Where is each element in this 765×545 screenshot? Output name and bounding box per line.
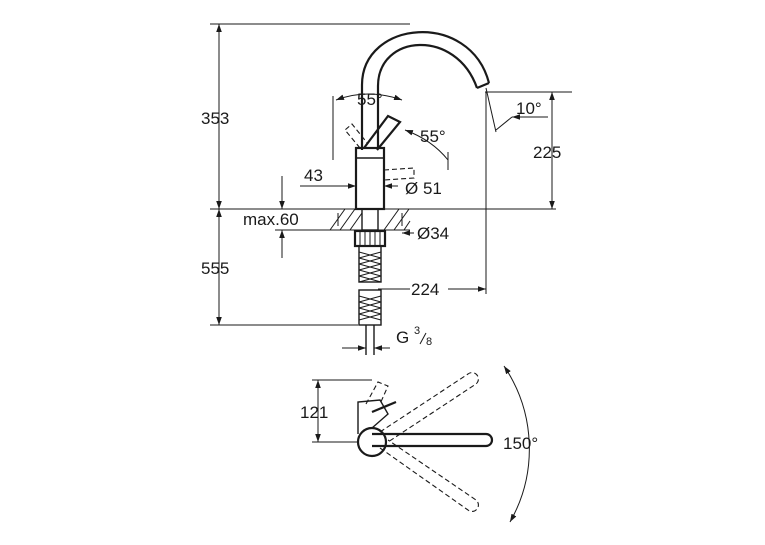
dim-spout-height: 225 (533, 143, 561, 162)
dim-hose-length: 555 (201, 259, 229, 278)
dim-thread-denominator: 8 (426, 336, 432, 348)
shank-upper (361, 208, 379, 231)
top-spout (372, 432, 494, 448)
dim-spout-reach: 224 (411, 280, 439, 299)
dim-thread: G (396, 328, 409, 347)
dim-total-height: 353 (201, 109, 229, 128)
top-view: 121 150° (300, 365, 538, 523)
dim-thread-numerator: 3 (414, 325, 420, 337)
dim-hole-diameter: Ø34 (417, 224, 449, 243)
dim-spout-angle: 10° (516, 99, 542, 118)
spout-outline (360, 31, 491, 150)
top-body-circle (356, 426, 388, 458)
spout-outline-inner (376, 43, 479, 148)
dim-lever-angle-side: 55° (420, 127, 446, 146)
dim-body-diameter: Ø 51 (405, 179, 442, 198)
side-view: 353 555 max.60 43 Ø 51 Ø34 55° 55° (201, 23, 572, 355)
dim-arc-lever-side (404, 129, 449, 161)
dim-max-thickness: max.60 (243, 210, 299, 229)
dim-top-depth: 121 (300, 403, 328, 422)
lever-ghost-side (383, 167, 415, 181)
counter-hatching (329, 208, 411, 231)
dim-10-leader (495, 116, 513, 131)
nut-ribs (359, 231, 381, 246)
lever-handle (363, 114, 402, 151)
spout-axis-line (485, 87, 497, 133)
spout-ghost-lower (379, 439, 479, 512)
dim-arc-swivel (503, 365, 530, 523)
dim-thread-slash (419, 332, 427, 345)
lever-ghost-left (344, 123, 369, 149)
top-lever-ghost (365, 381, 389, 405)
dim-lever-angle-top: 55° (357, 90, 383, 109)
top-lever (371, 400, 397, 414)
spout-outlet (476, 81, 490, 90)
dim-swivel-angle: 150° (503, 434, 538, 453)
hose-braid-lower (358, 295, 382, 321)
top-lever-base (357, 399, 389, 434)
dim-base-offset: 43 (304, 166, 323, 185)
spout-ghost-upper (379, 372, 479, 443)
dim-arc-lever-top (335, 93, 403, 101)
faucet-body (354, 146, 386, 211)
hose-braid-upper (358, 251, 382, 283)
